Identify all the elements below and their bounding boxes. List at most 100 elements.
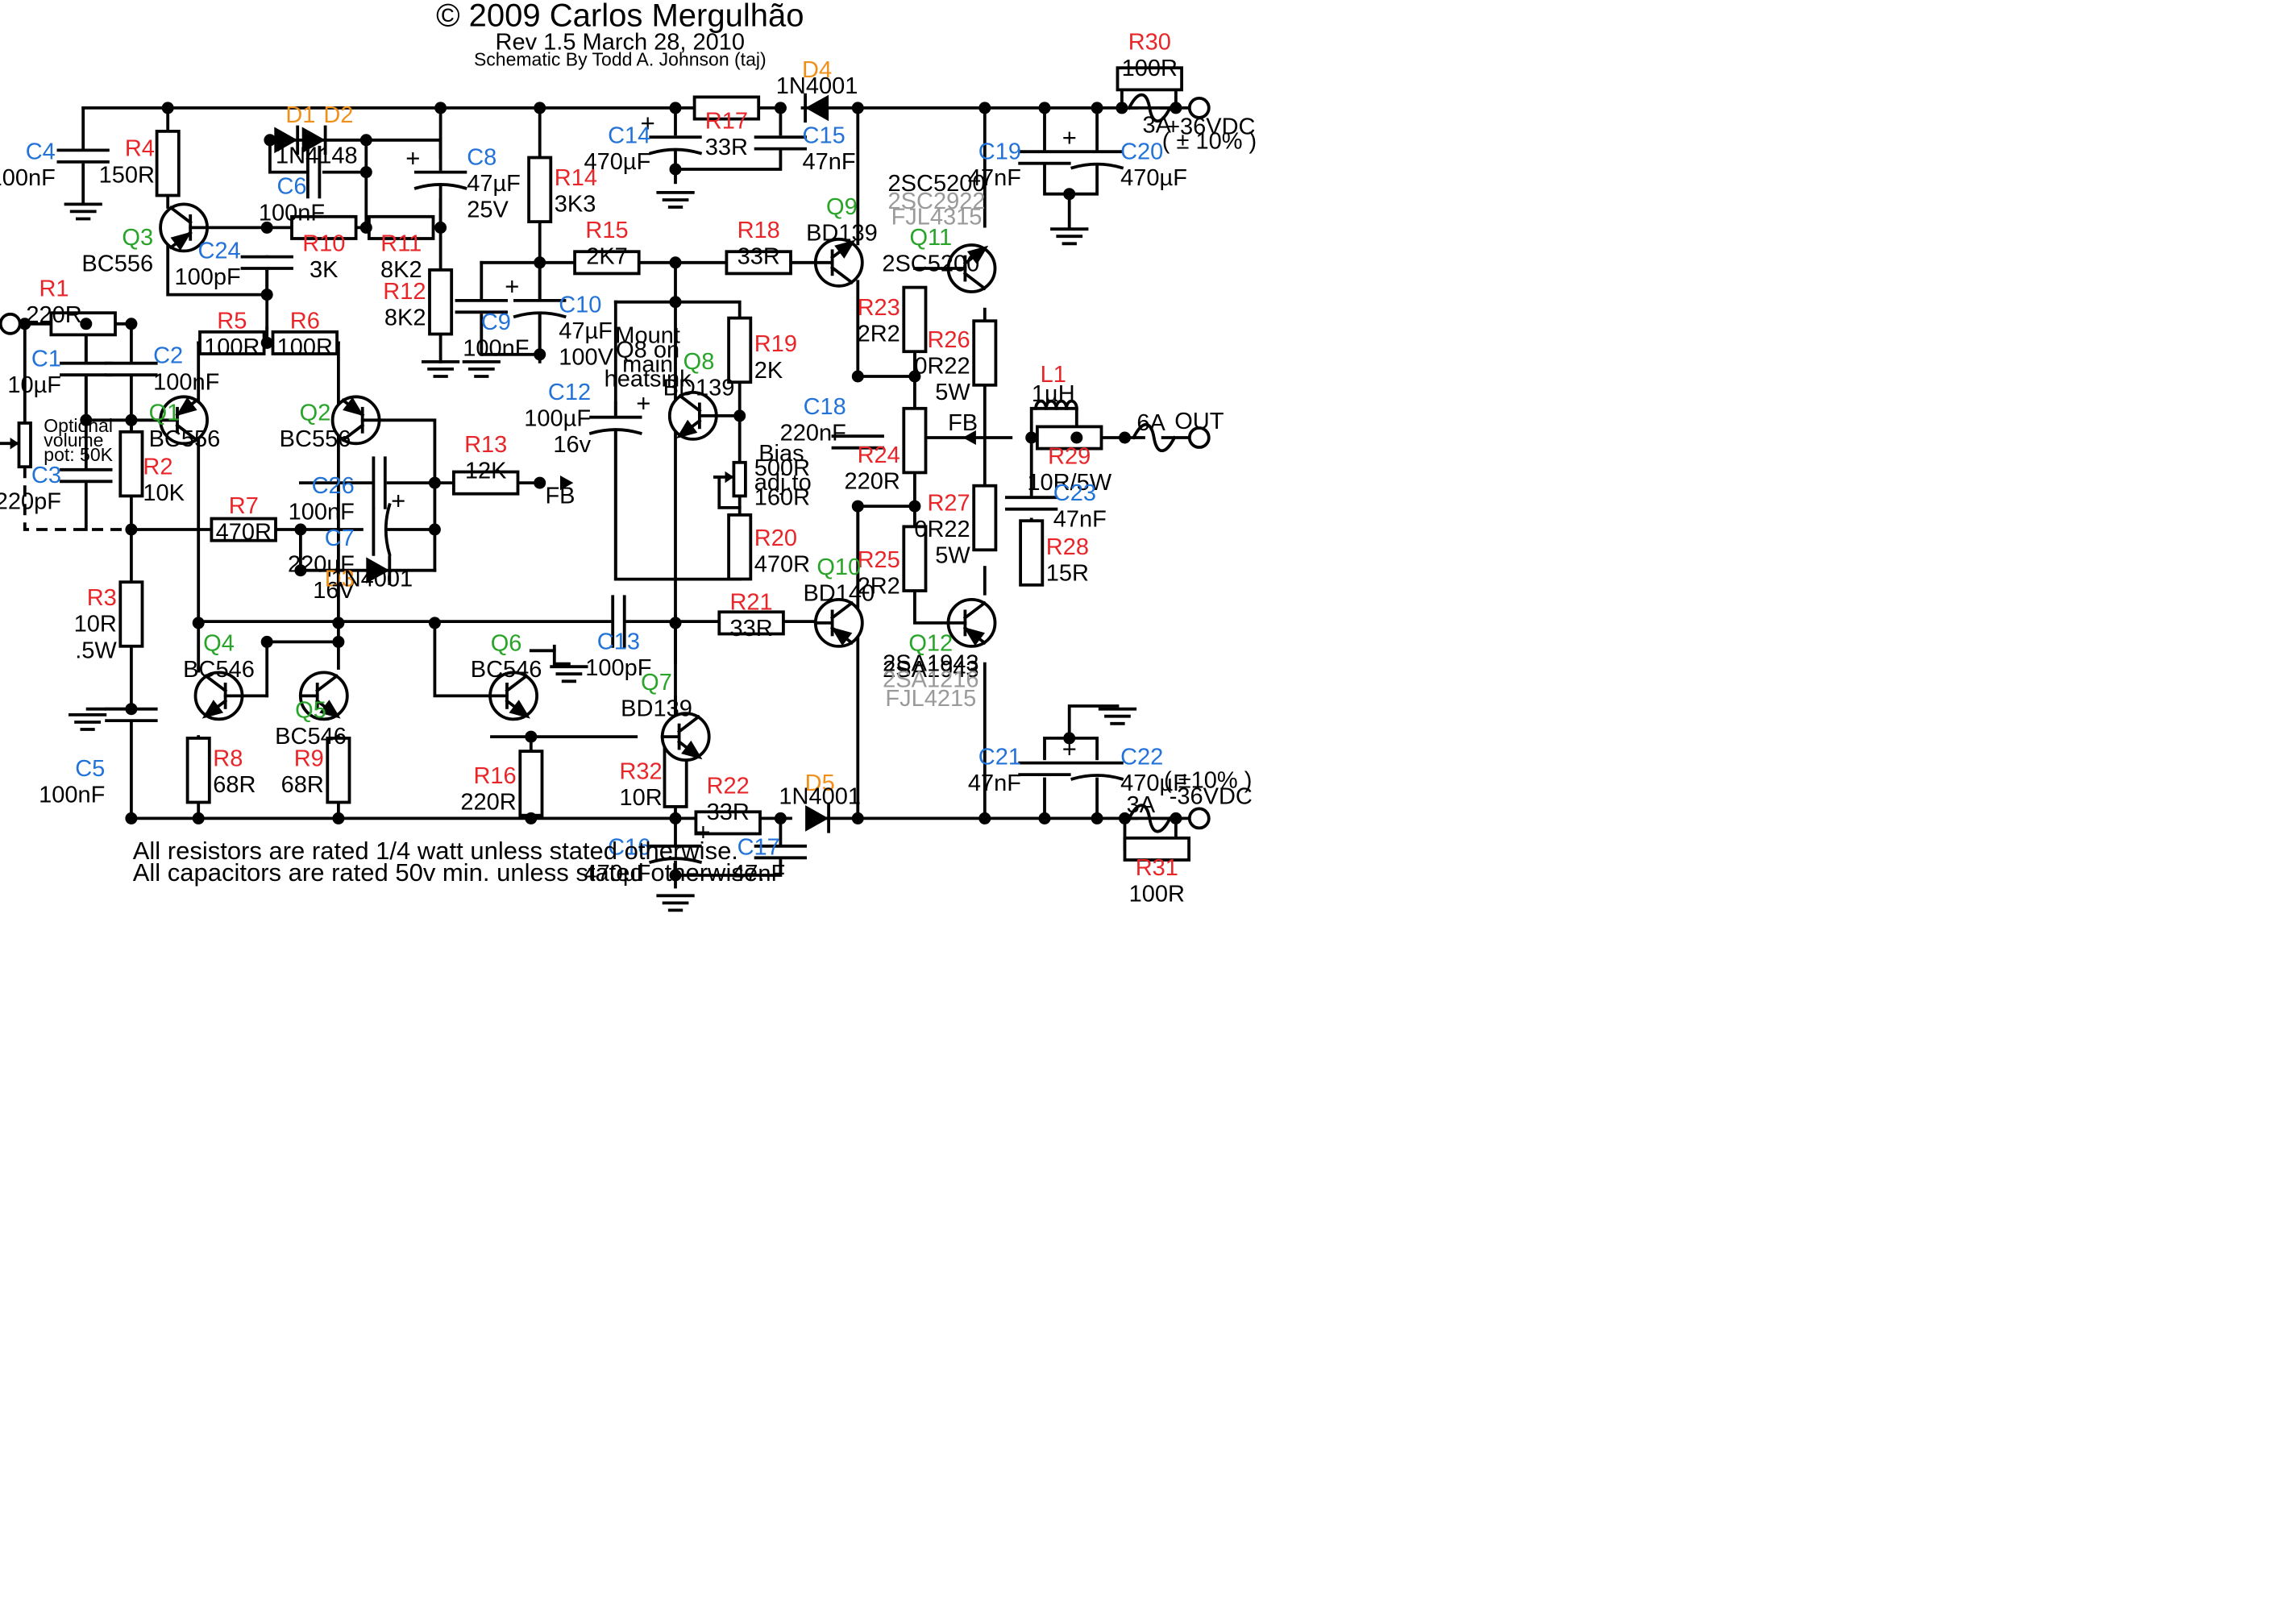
resistor-name: R17	[705, 108, 748, 134]
transistor-collector	[962, 271, 987, 291]
pot-label: Optional	[44, 415, 113, 436]
cap-plate	[1070, 162, 1124, 170]
junction-dot	[161, 102, 174, 114]
resistor-body	[727, 513, 753, 581]
resistor-name: R20	[754, 525, 797, 551]
junction-dot	[733, 409, 746, 422]
junction-dot	[1063, 188, 1076, 201]
transistor-collector	[962, 600, 987, 621]
transistor-q3	[159, 202, 210, 253]
resistor-r15	[573, 250, 641, 276]
junction-dot	[260, 221, 273, 234]
resistor-value: 2K7	[586, 244, 628, 270]
diode-name: D5	[805, 770, 835, 796]
transistor-name: Q11	[909, 225, 952, 251]
diode-value: 1N4001	[779, 783, 861, 809]
junction-dot	[525, 812, 538, 824]
cap-gap	[833, 434, 883, 450]
wire	[23, 467, 131, 531]
cap-gap	[306, 147, 322, 197]
ground-symbol	[64, 202, 102, 221]
capacitor-name: C17	[737, 835, 780, 861]
transistor-collector	[829, 265, 854, 285]
wire	[674, 150, 783, 171]
transistor-name: Q7	[641, 670, 672, 696]
transistor-type: BD139	[663, 376, 735, 401]
junction-dot	[19, 318, 31, 330]
resistor-r30	[1116, 66, 1183, 92]
plus-sign: +	[405, 143, 420, 172]
junction-dot	[669, 163, 682, 176]
capacitor-c2	[105, 361, 158, 377]
junction-dot	[851, 370, 864, 383]
fuse-element	[1131, 422, 1177, 453]
revision-label: Rev 1.5 March 28, 2010	[496, 30, 746, 56]
out-label: OUT	[1174, 409, 1224, 434]
transistor-alt: 2SA1216	[883, 667, 978, 693]
cap-gap	[415, 170, 466, 185]
junction-dot	[192, 617, 205, 629]
capacitor-value: 47nF	[968, 165, 1021, 191]
transistor-type: BC556	[81, 251, 153, 277]
bias-trimmer	[713, 460, 747, 498]
junction-dot	[260, 336, 273, 349]
capacitor-value: 470µF	[584, 149, 650, 175]
capacitor-value: 100nF	[39, 783, 105, 808]
transistor-type: BC546	[471, 657, 542, 683]
transistor-arrow	[963, 627, 985, 646]
transistor-q7	[660, 712, 711, 762]
wire	[1029, 406, 1078, 439]
resistor-name: R15	[585, 218, 628, 243]
capacitor-value: 47nF	[968, 770, 1021, 796]
junction-dot	[359, 221, 372, 234]
plus-sign: +	[641, 109, 655, 137]
resistor-r3	[118, 580, 144, 648]
diode-name: D2	[323, 102, 353, 128]
capacitor-name: C2	[153, 343, 183, 369]
cap-plate	[648, 147, 703, 156]
transistor-type: BD139	[621, 696, 692, 722]
supply-label: ( ±10% )	[1164, 767, 1252, 793]
capacitor-name: C24	[197, 238, 240, 264]
capacitor-value: 470µF	[1120, 165, 1187, 191]
resistor-value: 33R	[705, 135, 748, 160]
wire	[717, 476, 742, 509]
junction-dot	[534, 102, 546, 114]
bias-label: 160R	[754, 484, 810, 510]
resistor-value: 470R	[216, 520, 272, 546]
transistor-type: BC546	[183, 657, 255, 683]
junction-dot	[1038, 102, 1051, 114]
resistor-body	[326, 737, 351, 804]
resistor-body	[902, 285, 928, 354]
capacitor-name: C10	[559, 292, 601, 318]
pot-body	[17, 422, 32, 469]
inductor-value: 1µH	[1032, 381, 1075, 407]
capacitor-c10: +	[505, 272, 567, 319]
capacitor-c24	[240, 255, 293, 270]
resistor-body	[452, 470, 520, 496]
resistor-r8	[185, 737, 211, 804]
transistor-arrow	[676, 419, 698, 439]
resistor-name: R10	[302, 231, 345, 256]
junction-dot	[1025, 431, 1038, 444]
diode-value: 1N4001	[776, 73, 858, 99]
resistor-value: 220R	[26, 302, 81, 328]
cap-gap	[650, 135, 700, 151]
cap-gap	[61, 361, 111, 376]
resistor-name: R1	[39, 276, 69, 301]
transistor-q9	[813, 237, 864, 288]
note-resistors: All resistors are rated 1/4 watt unless …	[133, 837, 738, 865]
plus-sign: +	[696, 818, 710, 846]
junction-dot	[125, 703, 138, 716]
junction-dot	[294, 523, 307, 536]
cap-plate	[384, 502, 392, 557]
resistor-r27	[972, 484, 998, 552]
transistor-q2	[330, 395, 381, 446]
junction-dot	[669, 812, 682, 824]
junction-dot	[669, 102, 682, 114]
resistor-r29	[1036, 425, 1103, 451]
resistor-r10	[290, 214, 358, 240]
transistor-type: BD140	[803, 581, 875, 607]
junction-dot	[428, 476, 441, 489]
junction-dot	[669, 617, 682, 629]
